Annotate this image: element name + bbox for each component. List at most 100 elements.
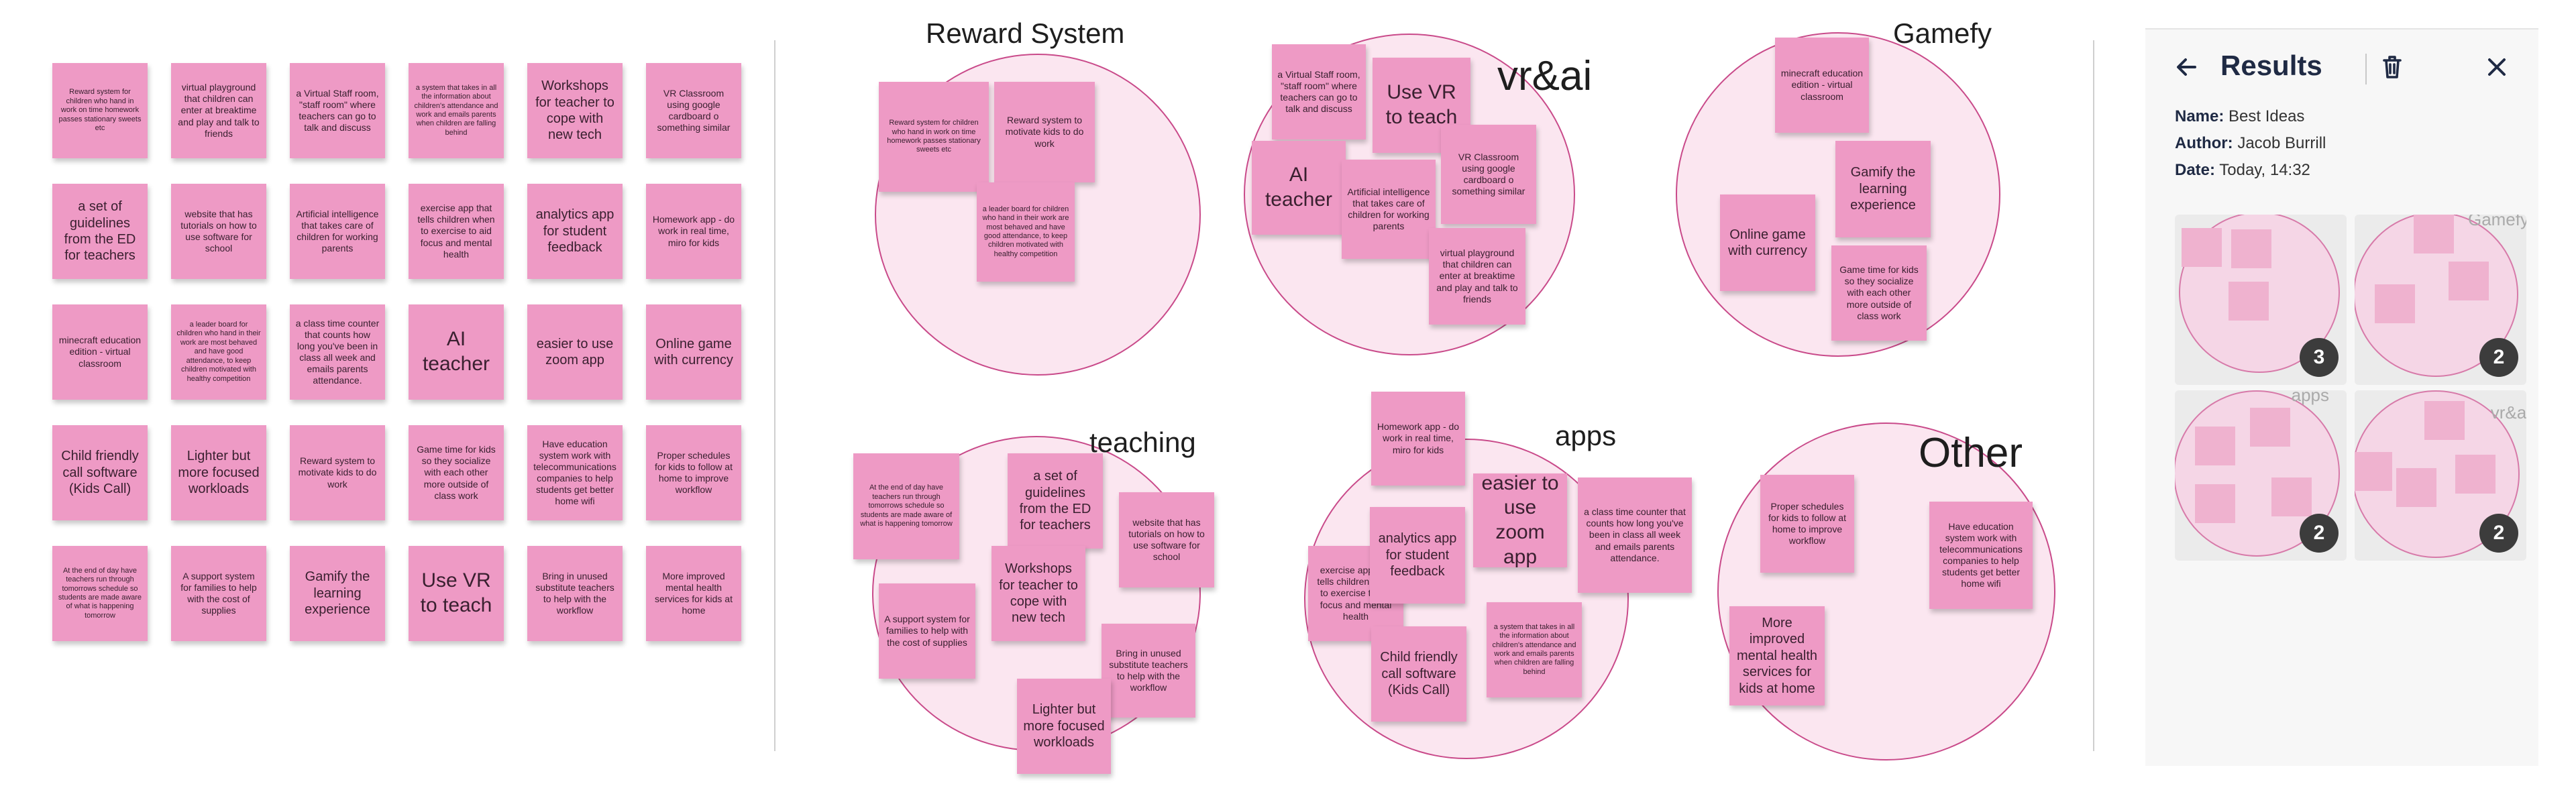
sticky-note[interactable]: Workshops for teacher to cope with new t… <box>527 63 623 158</box>
meta-author: Author: Jacob Burrill <box>2175 134 2326 153</box>
sticky-note[interactable]: Child friendly call software (Kids Call) <box>1371 626 1466 722</box>
date-value: Today, 14:32 <box>2219 161 2310 179</box>
sticky-note[interactable]: Proper schedules for kids to follow at h… <box>646 425 741 520</box>
author-label: Author: <box>2175 134 2233 152</box>
sticky-note[interactable]: virtual playground that children can ent… <box>1429 228 1525 325</box>
cluster-title-apps: apps <box>1555 420 1617 451</box>
sticky-note[interactable]: Have education system work with telecomm… <box>527 425 623 520</box>
sticky-note[interactable]: a class time counter that counts how lon… <box>1578 477 1692 593</box>
sticky-note[interactable]: AI teacher <box>409 304 504 400</box>
thumbnail-note <box>2271 477 2312 516</box>
cluster-title-teaching: teaching <box>1089 427 1196 458</box>
sticky-note[interactable]: Artificial intelligence that takes care … <box>290 184 385 279</box>
sticky-note[interactable]: a set of guidelines from the ED for teac… <box>1008 453 1103 549</box>
sticky-note[interactable]: More improved mental health services for… <box>646 546 741 641</box>
thumbnail-note <box>2375 284 2415 323</box>
thumbnail-note <box>2355 452 2392 491</box>
panel-title: Results <box>2220 50 2322 81</box>
meta-date: Date: Today, 14:32 <box>2175 161 2310 180</box>
sticky-note[interactable]: a set of guidelines from the ED for teac… <box>52 184 148 279</box>
thumbnail-note <box>2231 229 2271 268</box>
thumbnail-note <box>2229 282 2269 321</box>
sticky-note[interactable]: a Virtual Staff room, "staff room" where… <box>1272 44 1366 139</box>
toolbar-separator <box>2365 54 2367 84</box>
cluster-thumbnail[interactable]: apps 2 <box>2175 390 2347 561</box>
sticky-note[interactable]: Online game with currency <box>1720 194 1815 291</box>
sticky-note[interactable]: A support system for families to help wi… <box>879 583 975 679</box>
thumbnail-note <box>2250 408 2290 447</box>
sticky-note[interactable]: More improved mental health services for… <box>1729 606 1825 706</box>
sticky-note[interactable]: Bring in unused substitute teachers to h… <box>1102 624 1195 718</box>
sticky-note[interactable]: easier to use zoom app <box>1473 473 1567 567</box>
cluster-title-gamefy: Gamefy <box>1893 17 1992 49</box>
thumbnail-note <box>2195 484 2235 523</box>
sticky-note[interactable]: exercise app that tells children when to… <box>409 184 504 279</box>
sticky-note[interactable]: At the end of day have teachers run thro… <box>853 453 959 559</box>
thumbnail-note <box>2182 228 2222 267</box>
sticky-note[interactable]: Game time for kids so they socialize wit… <box>409 425 504 520</box>
cluster-thumbnail[interactable]: Gamefy 2 <box>2355 215 2526 385</box>
divider-left <box>774 40 775 751</box>
arrow-left-icon[interactable] <box>2172 52 2202 87</box>
thumbnail-note <box>2449 262 2489 300</box>
sticky-note[interactable]: a class time counter that counts how lon… <box>290 304 385 400</box>
name-label: Name: <box>2175 107 2224 125</box>
sticky-note[interactable]: a system that takes in all the informati… <box>409 63 504 158</box>
sticky-note[interactable]: Reward system for children who hand in w… <box>879 82 989 192</box>
sticky-note[interactable]: A support system for families to help wi… <box>171 546 266 641</box>
thumbnail-title: Gamefy <box>2467 215 2526 229</box>
sticky-note[interactable]: Lighter but more focused workloads <box>1017 679 1111 774</box>
sticky-note[interactable]: analytics app for student feedback <box>527 184 623 279</box>
divider-right <box>2093 40 2094 751</box>
sticky-note[interactable]: Homework app - do work in real time, mir… <box>1371 392 1465 486</box>
sticky-note[interactable]: website that has tutorials on how to use… <box>1119 492 1214 587</box>
thumbnail-title: vr&ai <box>2490 402 2526 422</box>
sticky-note[interactable]: Gamify the learning experience <box>1835 141 1931 237</box>
sticky-note[interactable]: Have education system work with telecomm… <box>1929 502 2033 609</box>
sticky-note[interactable]: minecraft education edition - virtual cl… <box>1775 38 1869 133</box>
sticky-note[interactable]: website that has tutorials on how to use… <box>171 184 266 279</box>
count-badge: 2 <box>2479 514 2518 553</box>
thumbnail-title: apps <box>2291 390 2329 405</box>
sticky-note[interactable]: Proper schedules for kids to follow at h… <box>1760 475 1854 573</box>
sticky-note[interactable]: Gamify the learning experience <box>290 546 385 641</box>
sticky-note[interactable]: a system that takes in all the informati… <box>1487 602 1582 697</box>
board-name: Best Ideas <box>2229 107 2305 125</box>
sticky-note[interactable]: a leader board for children who hand in … <box>977 182 1075 282</box>
sticky-note[interactable]: Bring in unused substitute teachers to h… <box>527 546 623 641</box>
meta-name: Name: Best Ideas <box>2175 107 2304 126</box>
thumbnail-note <box>2396 468 2436 507</box>
sticky-note[interactable]: VR Classroom using google cardboard o so… <box>646 63 741 158</box>
cluster-thumbnail[interactable]: 3 <box>2175 215 2347 385</box>
cluster-title-reward: Reward System <box>926 17 1125 49</box>
sticky-note[interactable]: At the end of day have teachers run thro… <box>52 546 148 641</box>
sticky-note[interactable]: a Virtual Staff room, "staff room" where… <box>290 63 385 158</box>
sticky-note[interactable]: easier to use zoom app <box>527 304 623 400</box>
sticky-note[interactable]: Game time for kids so they socialize wit… <box>1831 245 1927 341</box>
sticky-note[interactable]: Lighter but more focused workloads <box>171 425 266 520</box>
date-label: Date: <box>2175 161 2216 179</box>
sticky-note[interactable]: Reward system to motivate kids to do wor… <box>290 425 385 520</box>
sticky-note[interactable]: Online game with currency <box>646 304 741 400</box>
close-icon[interactable] <box>2483 54 2510 86</box>
sticky-note[interactable]: a leader board for children who hand in … <box>171 304 266 400</box>
thumbnail-note <box>2455 455 2496 494</box>
sticky-note[interactable]: Reward system to motivate kids to do wor… <box>994 82 1095 182</box>
sticky-note[interactable]: Workshops for teacher to cope with new t… <box>991 546 1085 641</box>
sticky-note[interactable]: AI teacher <box>1252 141 1346 235</box>
sticky-note[interactable]: virtual playground that children can ent… <box>171 63 266 158</box>
sticky-note[interactable]: VR Classroom using google cardboard o so… <box>1441 125 1536 224</box>
sticky-note[interactable]: analytics app for student feedback <box>1370 507 1465 604</box>
cluster-thumbnail[interactable]: vr&ai 2 <box>2355 390 2526 561</box>
cluster-title-vrai: vr&ai <box>1497 53 1593 99</box>
sticky-note[interactable]: Homework app - do work in real time, mir… <box>646 184 741 279</box>
count-badge: 3 <box>2300 338 2339 377</box>
sticky-note[interactable]: Child friendly call software (Kids Call) <box>52 425 148 520</box>
trash-icon[interactable] <box>2379 52 2406 87</box>
sticky-note[interactable]: Use VR to teach <box>409 546 504 641</box>
sticky-note[interactable]: minecraft education edition - virtual cl… <box>52 304 148 400</box>
count-badge: 2 <box>2300 514 2339 553</box>
thumbnail-note <box>2424 401 2465 440</box>
sticky-note[interactable]: Artificial intelligence that takes care … <box>1342 160 1436 259</box>
sticky-note[interactable]: Reward system for children who hand in w… <box>52 63 148 158</box>
